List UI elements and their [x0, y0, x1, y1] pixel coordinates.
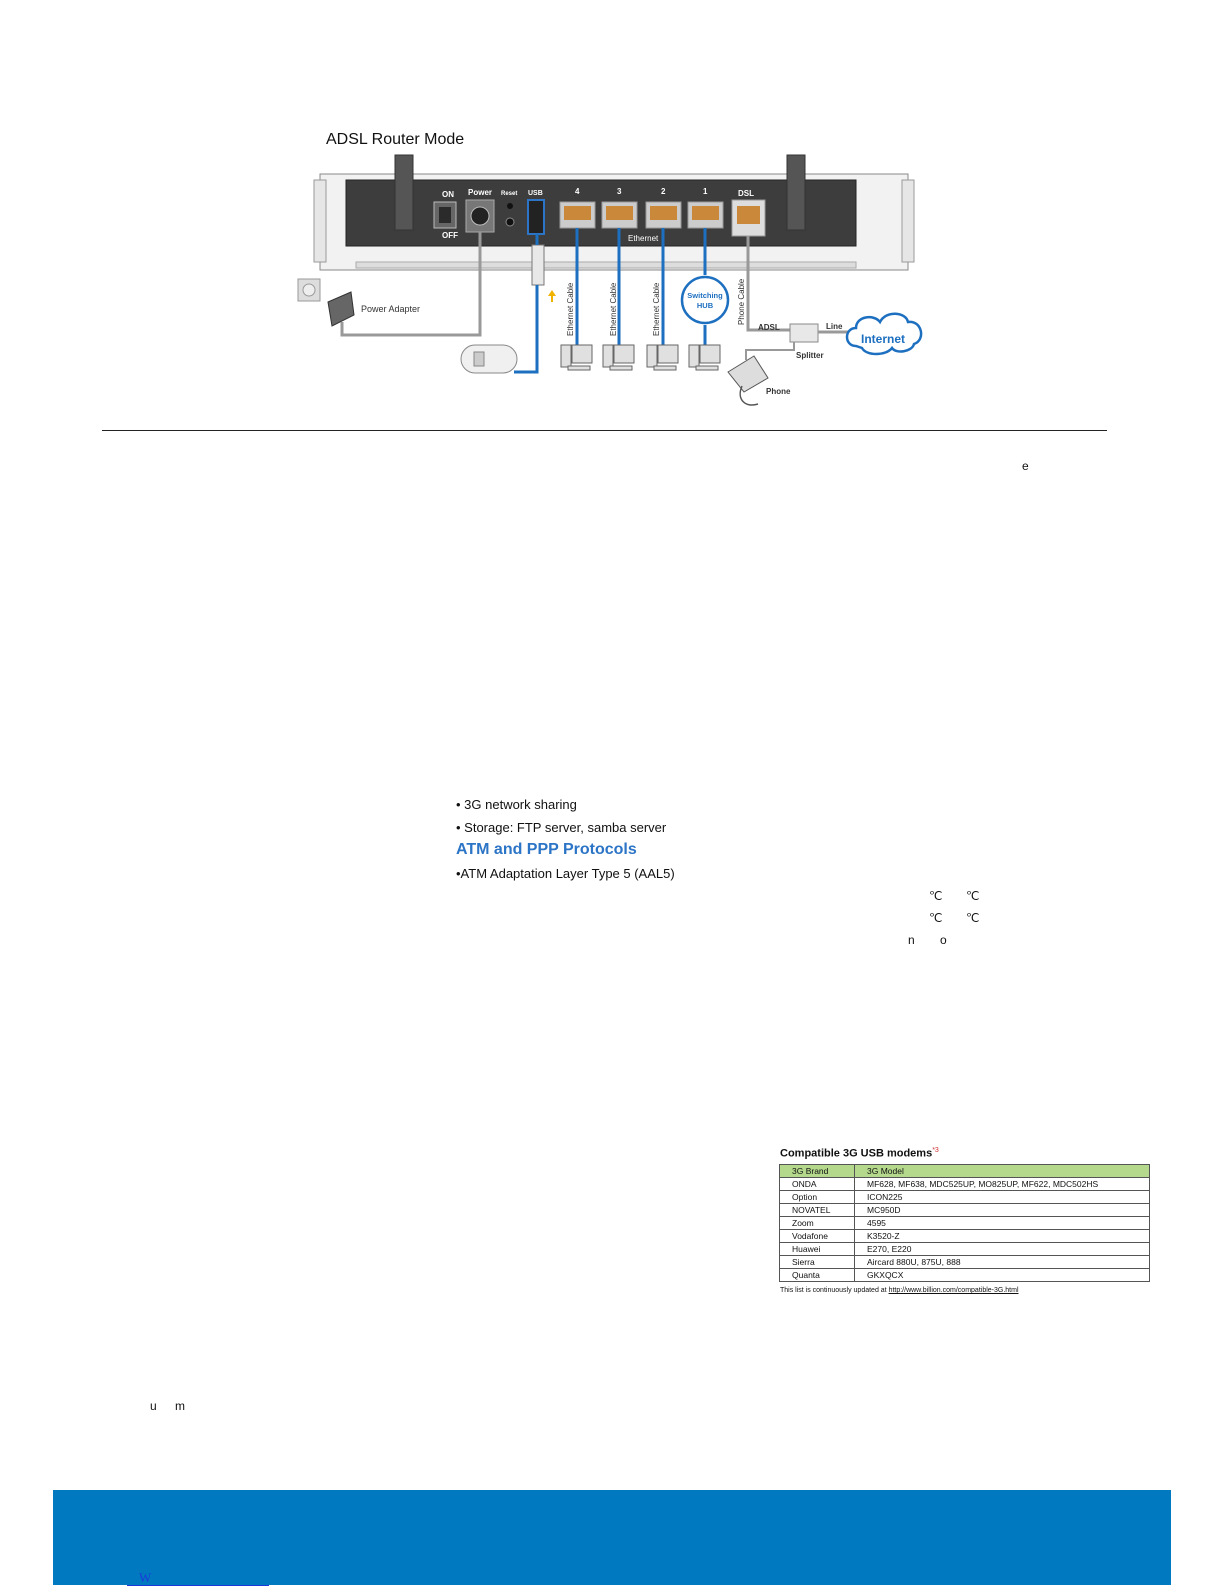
brand-cell: Vodafone [779, 1229, 855, 1243]
brand-cell: Option [779, 1190, 855, 1204]
switching-hub [680, 275, 730, 325]
label-phone-cable: Phone Cable [737, 278, 746, 325]
compatible-3g-link[interactable]: http://www.billion.com/compatible-3G.htm… [888, 1287, 1019, 1294]
bullet-aal5: •ATM Adaptation Layer Type 5 (AAL5) [456, 866, 675, 881]
column-header-brand: 3G Brand [779, 1164, 855, 1178]
power-switch [433, 201, 457, 229]
stray-glyph: ℃ [966, 911, 980, 925]
label-ethernet-cable-1: Ethernet Cable [566, 282, 575, 336]
label-switching: Switching [687, 291, 723, 300]
label-port-4: 4 [575, 187, 580, 196]
power-jack [470, 206, 490, 226]
label-adsl: ADSL [758, 323, 780, 332]
splitter [789, 323, 819, 343]
reset-button [507, 203, 513, 209]
brand-cell: Zoom [779, 1216, 855, 1230]
label-ethernet: Ethernet [628, 234, 659, 243]
model-cell: ICON225 [854, 1190, 1150, 1204]
label-port-2: 2 [661, 187, 666, 196]
modem-table-title: Compatible 3G USB modems*3 [780, 1147, 939, 1160]
stray-glyph: ℃ [929, 911, 943, 925]
stray-glyph: ℃ [929, 889, 943, 903]
brand-cell: Sierra [779, 1255, 855, 1269]
internet-cloud [845, 312, 923, 356]
model-cell: 4595 [854, 1216, 1150, 1230]
diagram-title: ADSL Router Mode [326, 131, 465, 148]
brand-cell: Quanta [779, 1268, 855, 1282]
label-splitter: Splitter [796, 351, 824, 360]
bullet-3g-sharing: • 3G network sharing [456, 797, 577, 812]
footer-band [53, 1490, 1171, 1585]
model-cell: MF628, MF638, MDC525UP, MO825UP, MF622, … [854, 1177, 1150, 1191]
bullet-storage: • Storage: FTP server, samba server [456, 820, 667, 835]
label-ethernet-cable-2: Ethernet Cable [609, 282, 618, 336]
label-reset: Reset [501, 191, 517, 197]
usb-storage-device [460, 344, 518, 374]
label-dsl: DSL [738, 189, 754, 198]
modem-table-title-text: Compatible 3G USB modems [780, 1147, 933, 1160]
stray-glyph: ℃ [966, 889, 980, 903]
label-hub: HUB [697, 301, 714, 310]
brand-cell: Huawei [779, 1242, 855, 1256]
label-port-1: 1 [703, 187, 708, 196]
column-header-model: 3G Model [854, 1164, 1150, 1178]
label-on: ON [442, 190, 454, 199]
stray-glyph: m [175, 1399, 185, 1413]
model-cell: Aircard 880U, 875U, 888 [854, 1255, 1150, 1269]
horizontal-rule [102, 430, 1107, 431]
label-port-3: 3 [617, 187, 622, 196]
label-line: Line [826, 322, 843, 331]
stray-glyph: e [1022, 459, 1029, 473]
computer-icons [560, 344, 721, 371]
section-heading-atm-ppp: ATM and PPP Protocols [456, 841, 637, 858]
label-usb: USB [528, 190, 543, 197]
table-footnote: This list is continuously updated at htt… [780, 1287, 1019, 1294]
stray-glyph: o [940, 933, 947, 947]
usb-dongle [531, 244, 545, 286]
label-internet: Internet [861, 332, 905, 346]
model-cell: E270, E220 [854, 1242, 1150, 1256]
footnote-text: This list is continuously updated at [780, 1287, 889, 1294]
model-cell: MC950D [854, 1203, 1150, 1217]
label-phone: Phone [766, 387, 791, 396]
ethernet-ports [559, 201, 724, 229]
stray-glyph: n [908, 933, 915, 947]
table-header-row: 3G Brand 3G Model [779, 1164, 1150, 1178]
label-ethernet-cable-3: Ethernet Cable [652, 282, 661, 336]
label-power: Power [468, 188, 492, 197]
power-adapter [327, 291, 355, 327]
model-cell: K3520-Z [854, 1229, 1150, 1243]
label-power-adapter: Power Adapter [361, 304, 420, 314]
brand-cell: ONDA [779, 1177, 855, 1191]
model-cell: GKXQCX [854, 1268, 1150, 1282]
router-connection-diagram: ON OFF Power Reset USB 4 3 2 1 Ethernet … [297, 154, 923, 406]
usb-port [527, 199, 545, 235]
label-off: OFF [442, 231, 458, 240]
brand-cell: NOVATEL [779, 1203, 855, 1217]
footer-website-link[interactable]: W [139, 1570, 152, 1585]
antenna-left [394, 154, 414, 231]
antenna-right [786, 154, 806, 231]
footnote-marker: *3 [932, 1147, 939, 1154]
phone-icon [727, 355, 769, 393]
stray-glyph: u [150, 1399, 157, 1413]
